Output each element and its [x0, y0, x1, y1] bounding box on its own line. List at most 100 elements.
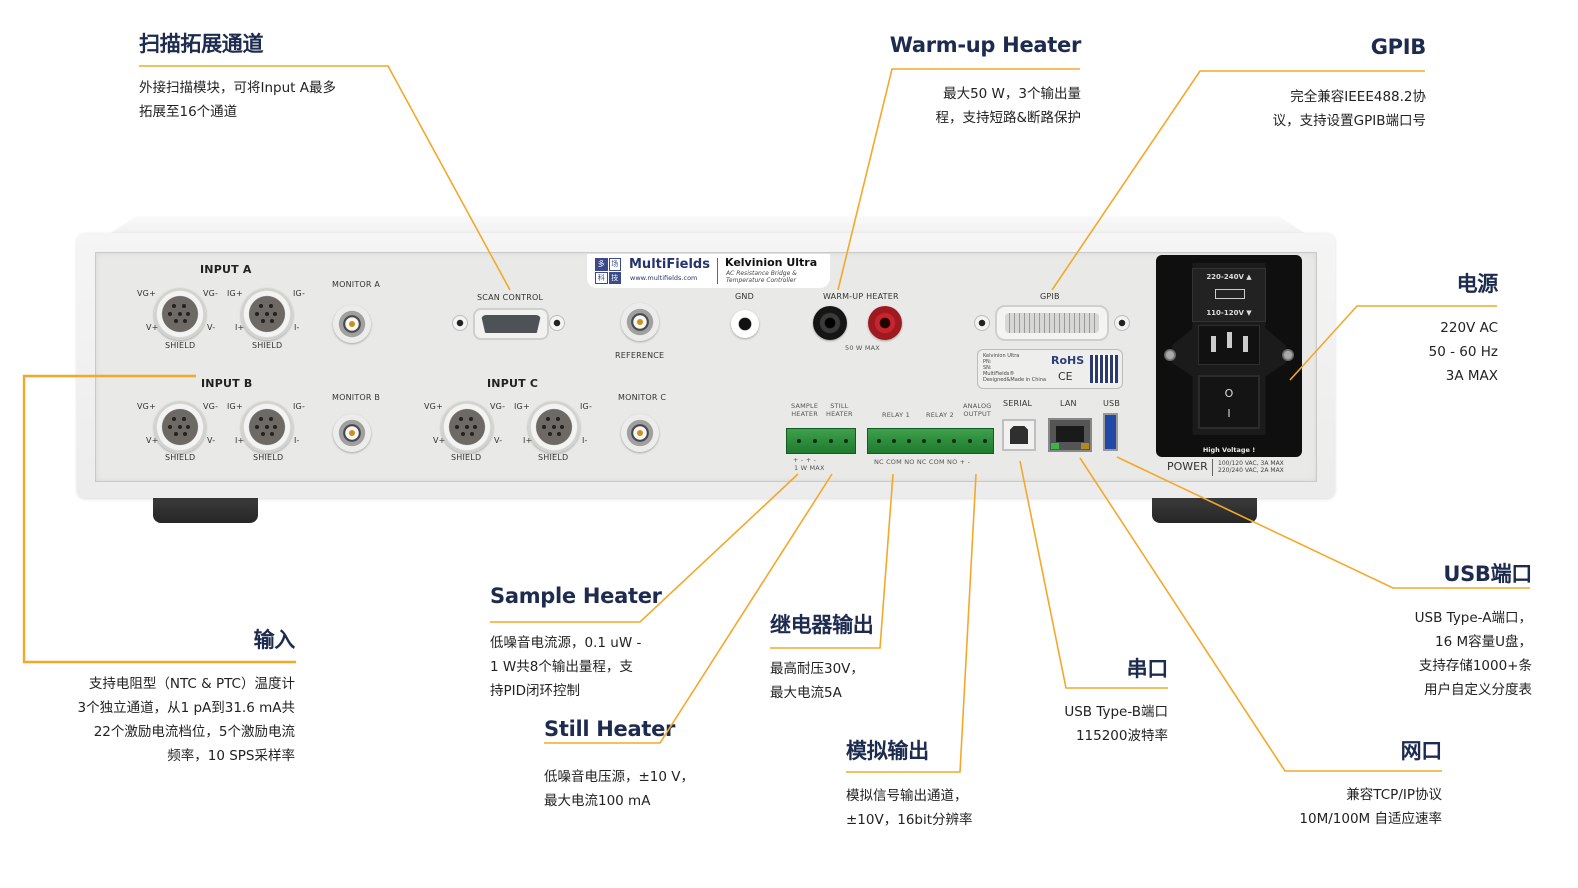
desc-line: 模拟信号输出通道，: [846, 788, 968, 804]
screw-nut: [1114, 315, 1130, 331]
label-heater-max: 1 W MAX: [794, 464, 825, 472]
label-input-c: INPUT C: [487, 377, 539, 390]
connector-pin: [168, 312, 172, 316]
heater-pin-signs: + - + -: [793, 456, 817, 464]
connector-pin: [265, 425, 269, 429]
connector-pin: [556, 417, 560, 421]
warmup-heater-black-terminal[interactable]: [813, 306, 847, 340]
desc-line: 用户自定义分度表: [1424, 682, 1532, 698]
label-serial: SERIAL: [1003, 399, 1033, 408]
connector-pin: [183, 319, 187, 323]
input-c-i-connector[interactable]: [528, 401, 580, 453]
label-sample-heater: SAMPLE HEATER: [791, 402, 818, 418]
connector-pin: [261, 319, 265, 323]
pin-label: V+: [146, 323, 159, 332]
divider: [1212, 459, 1213, 476]
connector-pin: [255, 425, 259, 429]
callout-warmup-title: Warm-up Heater: [889, 33, 1082, 57]
usb-a-port[interactable]: [1103, 413, 1118, 451]
product-subtitle: AC Resistance Bridge & Temperature Contr…: [726, 270, 797, 284]
label-monitor-c: MONITOR C: [618, 393, 667, 402]
callout-gpib-desc: 完全兼容IEEE488.2协 议，支持设置GPIB端口号: [1273, 85, 1426, 133]
connector-pin: [259, 417, 263, 421]
label-input-a: INPUT A: [200, 263, 252, 276]
callout-power-title: 电源: [1456, 272, 1499, 296]
warmup-heater-red-terminal[interactable]: [868, 306, 902, 340]
connector-pin: [178, 425, 182, 429]
label-line: OUTPUT: [963, 410, 992, 418]
monitor-a-bnc[interactable]: [333, 305, 371, 343]
ce-mark: CE: [1058, 370, 1073, 383]
input-a-i-connector[interactable]: [241, 288, 293, 340]
label-monitor-b: MONITOR B: [332, 393, 381, 402]
connector-pin: [265, 312, 269, 316]
pin-label: SHIELD: [451, 453, 482, 462]
desc-line: 程，支持短路&断路保护: [935, 110, 1081, 126]
label-usb: USB: [1103, 399, 1121, 408]
info-line: Designed&Made in China: [983, 377, 1047, 383]
input-b-i-connector[interactable]: [241, 401, 293, 453]
connector-pin: [469, 417, 473, 421]
relay-analog-terminal-block[interactable]: [867, 428, 994, 454]
switch-off-mark: O: [1224, 387, 1234, 400]
monitor-b-bnc[interactable]: [333, 414, 371, 452]
pin-label: IG-: [580, 402, 593, 411]
lan-rj45-port[interactable]: [1048, 418, 1092, 452]
device-foot-right: [1152, 497, 1257, 523]
gpib-connector[interactable]: [995, 305, 1109, 341]
pin-label: IG-: [293, 289, 306, 298]
gnd-terminal[interactable]: [731, 310, 759, 338]
label-scan-control: SCAN CONTROL: [477, 293, 544, 302]
pin-label: I+: [523, 436, 533, 445]
logo-char: 场: [608, 258, 621, 271]
fuse-top-label: 220-240V ▲: [1206, 273, 1252, 281]
logo-char: 技: [608, 271, 621, 284]
callout-scan-desc: 外接扫描模块，可将Input A最多 拓展至16个通道: [139, 76, 336, 124]
brand-label: 多 场 科 技 MultiFields www.multifields.com …: [587, 254, 830, 288]
connector-pin: [546, 417, 550, 421]
connector-pin: [473, 425, 477, 429]
desc-line: 3A MAX: [1445, 368, 1498, 384]
connector-pin: [548, 432, 552, 436]
label-input-b: INPUT B: [201, 377, 253, 390]
info-line: SN:: [983, 365, 992, 371]
label-monitor-a: MONITOR A: [332, 280, 381, 289]
input-b-v-connector[interactable]: [154, 401, 206, 453]
input-c-v-connector[interactable]: [441, 401, 493, 453]
label-gpib: GPIB: [1040, 292, 1060, 301]
scan-control-db15[interactable]: [473, 308, 549, 340]
label-reference: REFERENCE: [615, 351, 665, 360]
callout-relay-title: 继电器输出: [770, 613, 874, 637]
desc-line: 外接扫描模块，可将Input A最多: [139, 80, 336, 96]
iec-power-inlet[interactable]: [1198, 325, 1260, 365]
fuse-bottom-label: 110-120V ▼: [1206, 309, 1252, 317]
callout-scan-title: 扫描拓展通道: [139, 32, 264, 56]
pin-label: IG+: [514, 402, 530, 411]
heater-terminal-block[interactable]: [786, 428, 856, 454]
relay-pin-labels: NC COM NO NC COM NO + -: [874, 458, 971, 466]
reference-bnc[interactable]: [621, 303, 659, 341]
logo-char: 科: [595, 271, 608, 284]
monitor-c-bnc[interactable]: [621, 414, 659, 452]
serial-usb-b-port[interactable]: [1002, 419, 1036, 451]
input-a-v-connector[interactable]: [154, 288, 206, 340]
screw-nut: [549, 315, 565, 331]
connector-pin: [269, 304, 273, 308]
desc-line: 3个独立通道，从1 pA到31.6 mA共: [77, 700, 295, 716]
desc-line: 50 - 60 Hz: [1428, 344, 1498, 360]
callout-input-desc: 支持电阻型（NTC & PTC）温度计 3个独立通道，从1 pA到31.6 mA…: [77, 672, 295, 768]
multifields-logo-icon: 多 场 科 技: [595, 258, 621, 284]
pin-label: SHIELD: [253, 453, 284, 462]
connector-pin: [174, 319, 178, 323]
pin-label: VG+: [137, 402, 156, 411]
label-still-heater: STILL HEATER: [826, 402, 853, 418]
connector-pin: [255, 312, 259, 316]
power-switch[interactable]: O I: [1198, 375, 1260, 429]
pin-label: VG-: [203, 289, 219, 298]
callout-sample-heater-desc: 低噪音电流源，0.1 uW - 1 W共8个输出量程，支 持PID闭环控制: [490, 631, 641, 703]
info-line: MultiFields®: [983, 371, 1015, 377]
connector-pin: [455, 425, 459, 429]
fuse-holder[interactable]: 220-240V ▲ 110-120V ▼: [1192, 268, 1266, 322]
label-power: POWER: [1167, 460, 1208, 473]
pin-label: SHIELD: [538, 453, 569, 462]
